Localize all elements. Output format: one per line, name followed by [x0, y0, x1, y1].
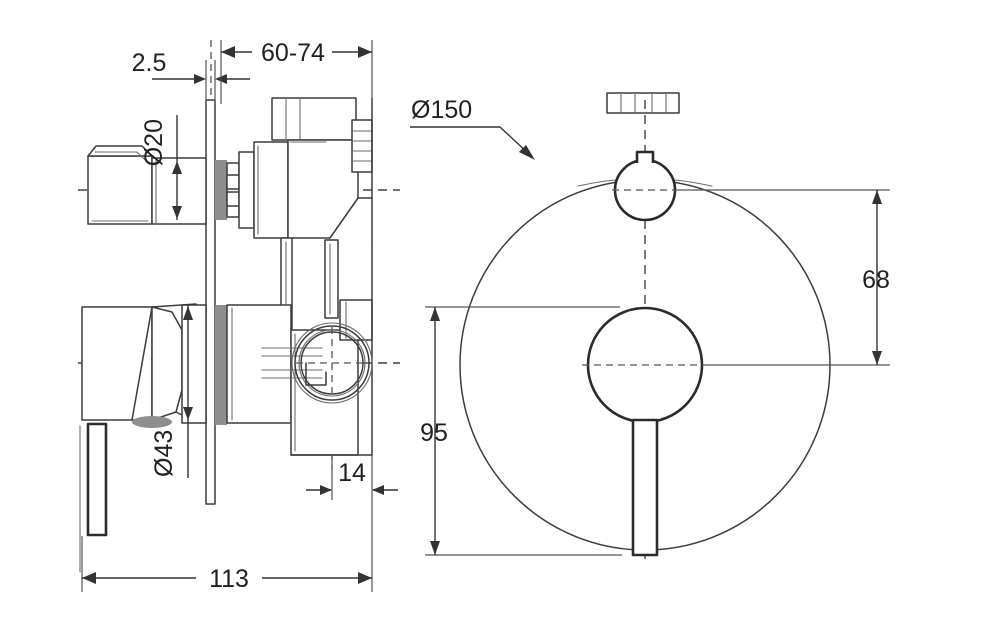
dim-d43-label: Ø43	[150, 430, 178, 477]
dimension-d150: Ø150	[410, 96, 535, 160]
upper-cartridge	[253, 141, 289, 239]
dimension-d43: Ø43	[150, 305, 193, 478]
dim-60-74-arrow-right	[358, 46, 372, 58]
diverter-nut-seg-a	[226, 174, 240, 190]
dim-68-label: 68	[862, 266, 890, 294]
dim-113-arrow-right	[358, 572, 372, 584]
body-web-right	[324, 239, 339, 319]
mixer-spindle-front	[181, 304, 207, 424]
dim-d150-arrow	[519, 145, 535, 160]
port-keyway	[305, 362, 327, 386]
dimension-68: 68	[678, 189, 890, 366]
mixer-collar-shade	[215, 305, 227, 425]
dim-95-arrow-top	[430, 307, 440, 321]
diverter-collar-shade	[215, 160, 227, 220]
dimension-60-74: 60-74	[220, 39, 373, 104]
dim-113-arrow-left	[82, 572, 96, 584]
dim-14-arrow-right	[372, 485, 384, 495]
mixer-handle-taper	[151, 306, 183, 421]
dimension-2-5: 2.5	[132, 49, 250, 104]
dim-14-label: 14	[338, 459, 366, 487]
top-tab	[606, 92, 680, 114]
dimension-14: 14	[306, 455, 398, 500]
dim-d20-arrow-top	[172, 161, 182, 174]
port-outer-ring-thin	[291, 322, 373, 404]
side-view: 2.5 60-74 Ø20	[78, 39, 400, 593]
mixer-handle-boss	[132, 416, 172, 428]
upper-body-flank	[287, 139, 359, 239]
mixer-handle-split	[131, 306, 153, 421]
dim-60-74-label: 60-74	[261, 39, 325, 67]
dim-113-label: 113	[209, 565, 249, 593]
dim-95-arrow-bottom	[430, 541, 440, 555]
dim-d20-label: Ø20	[140, 119, 168, 166]
upper-body-chamfer	[329, 197, 359, 239]
upper-body-top-block	[271, 97, 357, 141]
diverter-nut-seg-b	[226, 191, 240, 207]
front-view: Ø150 68 95	[410, 92, 890, 560]
port-outer-ring	[294, 325, 370, 401]
mixer-cartridge	[226, 304, 292, 424]
wall-plate-side	[205, 99, 216, 505]
dim-60-74-arrow-left	[221, 46, 235, 58]
diverter-nut-2	[238, 151, 255, 229]
upper-outlet-thread	[351, 119, 373, 173]
dim-95-label: 95	[420, 419, 448, 447]
dim-14-arrow-left	[320, 485, 332, 495]
diverter-knob-lever	[635, 150, 655, 163]
diverter-handle-cap-edge	[94, 151, 146, 161]
mixer-knob-lever	[631, 418, 659, 557]
diverter-nut-1	[226, 162, 240, 218]
dimension-95: 95	[420, 306, 622, 556]
dimension-113: 113	[81, 500, 373, 593]
mixer-lever-arm	[86, 422, 108, 537]
dim-2-5-label: 2.5	[132, 49, 167, 77]
dim-d43-arrow-bottom	[183, 407, 193, 420]
dim-2-5-arrow-left	[194, 74, 206, 84]
dim-d20-arrow-bottom	[172, 206, 182, 219]
dimension-d20: Ø20	[140, 115, 182, 220]
dim-68-arrow-top	[872, 190, 882, 204]
diverter-handle-cap	[87, 145, 153, 157]
dim-68-arrow-bottom	[872, 351, 882, 365]
dim-d43-arrow-top	[183, 306, 193, 320]
dim-d150-label: Ø150	[411, 96, 472, 124]
